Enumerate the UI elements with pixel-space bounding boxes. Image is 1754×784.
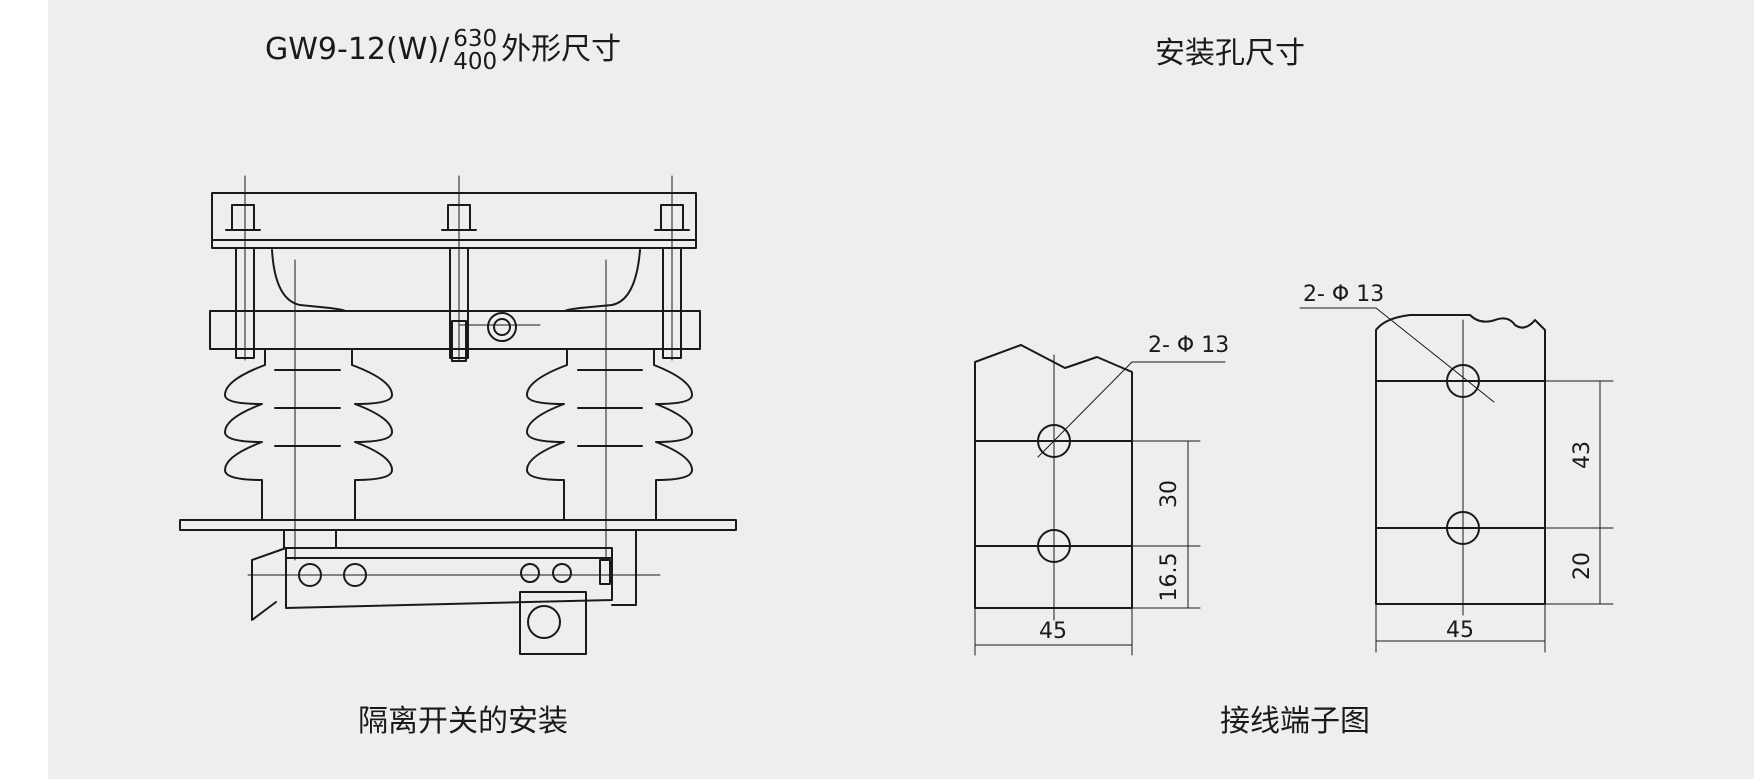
terminal-left-hole-upper-icon	[1037, 424, 1071, 458]
contact-hole-icon	[552, 563, 572, 583]
terminal-right-drawing	[1299, 307, 1614, 653]
terminal-right-hole-label: 2- Φ 13	[1303, 282, 1384, 307]
operating-lug	[519, 591, 587, 655]
terminal-left-body	[974, 344, 1133, 609]
isolating-switch-drawing	[179, 175, 737, 655]
diagram-panel	[48, 0, 1754, 779]
shaft-inner-icon	[493, 318, 511, 336]
left-bracket	[271, 249, 346, 312]
mounting-bolts	[225, 204, 690, 359]
current-upper: 630	[453, 25, 498, 52]
terminal-right-bottom-dim: 20	[1570, 552, 1595, 580]
base-channel	[209, 310, 701, 350]
terminal-diagram-caption: 接线端子图	[1220, 704, 1370, 739]
shaft-outer-icon	[487, 312, 517, 342]
right-bracket	[564, 249, 641, 312]
terminal-left-width-dim: 45	[1039, 619, 1067, 644]
right-insulator	[526, 348, 693, 521]
terminal-right-dimension-lines	[1299, 307, 1614, 653]
terminal-right-hole-upper-icon	[1446, 364, 1480, 398]
terminal-left-hole-label: 2- Φ 13	[1148, 333, 1229, 358]
title-suffix: 外形尺寸	[501, 32, 622, 67]
terminal-left-hole-lower-icon	[1037, 529, 1071, 563]
interlock-pin	[451, 320, 467, 362]
pivot-hole-icon	[343, 563, 367, 587]
model-prefix: GW9-12(W)/	[265, 32, 450, 67]
current-lower: 400	[453, 48, 498, 75]
contact-hole-icon	[520, 563, 540, 583]
base-plate	[179, 519, 737, 531]
terminal-left-spacing-dim: 30	[1157, 480, 1182, 508]
terminal-right-hole-lower-icon	[1446, 511, 1480, 545]
left-insulator	[224, 348, 393, 521]
terminal-left-drawing	[974, 344, 1226, 656]
switch-installation-caption: 隔离开关的安装	[358, 704, 568, 739]
terminal-left-bottom-dim: 16.5	[1157, 553, 1182, 602]
center-lines	[244, 175, 673, 561]
mounting-hole-title: 安装孔尺寸	[1155, 36, 1305, 71]
terminal-left-dimension-lines	[974, 361, 1226, 656]
terminal-right-spacing-dim: 43	[1570, 441, 1595, 469]
terminal-right-body	[1375, 314, 1546, 605]
lug-hole-icon	[527, 605, 561, 639]
pivot-hole-icon	[298, 563, 322, 587]
terminal-right-width-dim: 45	[1446, 618, 1474, 643]
contact-blade-assembly	[247, 529, 661, 655]
